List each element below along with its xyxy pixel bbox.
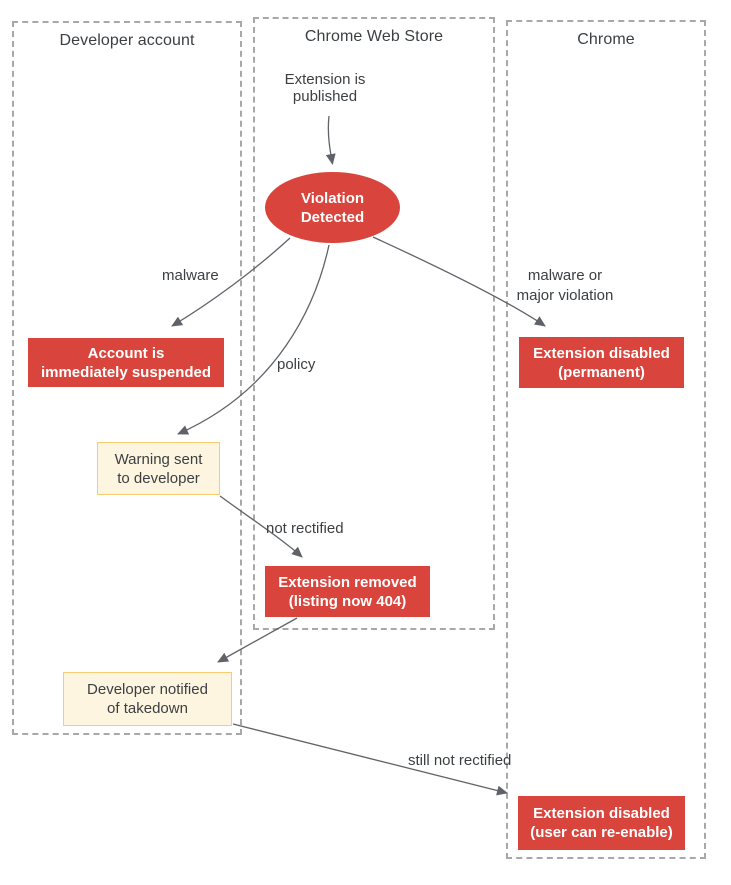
node-text-line: Extension removed — [278, 573, 417, 591]
edge-label-still-not-rectified: still not rectified — [408, 752, 512, 769]
node-text-line: Violation — [300, 189, 365, 207]
lane-title-chrome-web-store: Chrome Web Store — [304, 28, 444, 45]
node-text-line: Extension is — [284, 71, 366, 88]
lane-chrome-web-store: Chrome Web Store — [253, 17, 495, 630]
edge-label-not-rectified: not rectified — [266, 520, 344, 537]
node-violation-detected: Violation Detected — [265, 172, 400, 243]
node-warning-sent: Warning sent to developer — [97, 442, 220, 495]
lane-chrome: Chrome — [506, 20, 706, 859]
node-extension-published: Extension is published — [255, 71, 395, 105]
edge-label-line: major violation — [516, 287, 614, 304]
node-extension-disabled-permanent: Extension disabled (permanent) — [519, 337, 684, 388]
node-text-line: of takedown — [107, 700, 188, 717]
node-text-line: Warning sent — [114, 450, 203, 468]
node-text-line: (user can re-enable) — [530, 824, 673, 841]
node-text-line: Developer notified — [87, 681, 208, 698]
node-extension-removed: Extension removed (listing now 404) — [265, 566, 430, 617]
node-text-line: Extension disabled — [533, 805, 670, 822]
node-text-line: (permanent) — [558, 363, 645, 381]
edge-label-policy: policy — [277, 356, 316, 373]
node-account-suspended: Account is immediately suspended — [28, 338, 224, 387]
node-text-line: Account is — [87, 344, 165, 362]
node-text-line: Extension disabled — [533, 344, 670, 362]
lane-title-developer-account: Developer account — [59, 32, 195, 49]
edge-label-malware: malware — [162, 267, 219, 284]
node-text-line: immediately suspended — [40, 363, 212, 381]
lane-title-chrome: Chrome — [577, 31, 635, 48]
node-extension-disabled-reenable: Extension disabled (user can re-enable) — [518, 796, 685, 850]
node-text-line: (listing now 404) — [288, 592, 407, 610]
node-text-line: Detected — [300, 208, 365, 226]
node-text-line: to developer — [117, 469, 200, 487]
edge-label-malware-or-major-violation: malware or major violation — [505, 266, 625, 306]
node-developer-notified: Developer notified of takedown — [63, 672, 232, 726]
edge-label-line: malware or — [527, 267, 603, 284]
node-text-line: published — [292, 88, 358, 105]
